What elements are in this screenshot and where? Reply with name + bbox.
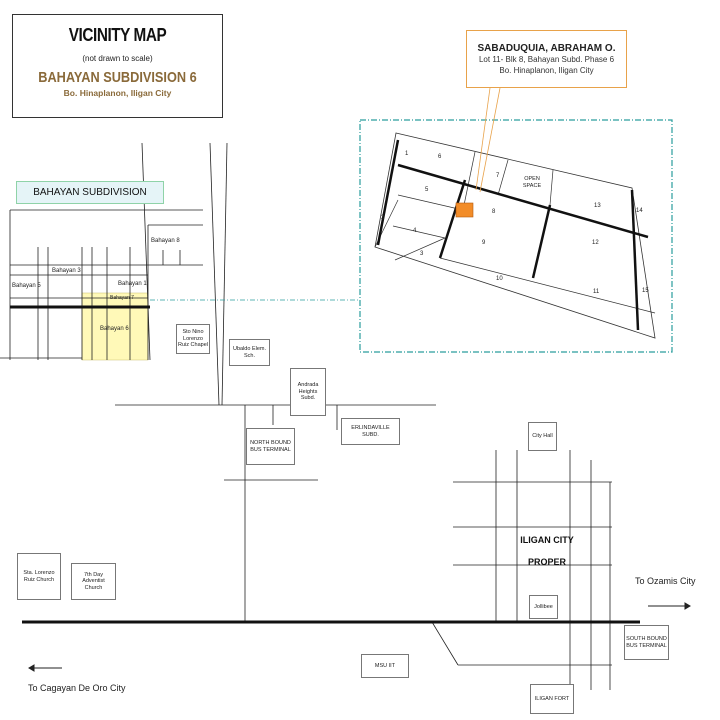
bahayan-3-label: Bahayan 3 xyxy=(52,268,81,274)
school-box: Ubaldo Elem. Sch. xyxy=(229,339,270,366)
bahayan-6-area xyxy=(81,292,149,361)
lot-11: 11 xyxy=(593,289,600,295)
city-proper-line2: PROPER xyxy=(527,557,566,567)
owner-info-box: SABADUQUIA, ABRAHAM O. Lot 11- Blk 8, Ba… xyxy=(466,30,627,88)
owner-leader-line xyxy=(475,87,491,191)
lot-8: 8 xyxy=(492,209,496,215)
owner-lot-info: Lot 11- Blk 8, Bahayan Subd. Phase 6 xyxy=(478,55,615,64)
inset-block-outline xyxy=(374,132,656,339)
direction-arrows xyxy=(28,602,691,672)
bahayan-streets xyxy=(0,142,228,406)
iligan-fort-box: ILIGAN FORT xyxy=(530,684,574,714)
owner-name: SABADUQUIA, ABRAHAM O. xyxy=(477,43,616,54)
bahayan-8-label: Bahayan 8 xyxy=(151,238,180,244)
open-space-label: OPEN SPACE xyxy=(522,176,542,189)
lot-2: 2 xyxy=(381,215,385,221)
title-box: VICINITY MAP (not drawn to scale) BAHAYA… xyxy=(12,14,223,118)
bahayan-5-label: Bahayan 5 xyxy=(12,283,41,289)
owner-leader-line-2 xyxy=(479,87,501,193)
bahayan-subdivision-label: BAHAYAN SUBDIVISION xyxy=(16,181,164,204)
scale-note: (not drawn to scale) xyxy=(82,54,153,63)
lot-3: 3 xyxy=(420,251,424,257)
lot-4: 4 xyxy=(413,228,417,234)
owner-address: Bo. Hinaplanon, Iligan City xyxy=(499,66,594,75)
lot-9: 9 xyxy=(482,240,486,246)
north-bus-terminal-box: NORTH BOUND BUS TERMINAL xyxy=(246,428,295,465)
adventist-church-box: 7th Day Adventist Church xyxy=(71,563,116,600)
map-title: VICINITY MAP xyxy=(68,25,167,45)
highlighted-lot xyxy=(455,202,474,218)
andrada-box: Andrada Heights Subd. xyxy=(290,368,326,416)
inset-lot-numbers: 1 2 3 4 5 6 7 8 9 10 11 12 13 14 15 xyxy=(381,151,649,295)
lot-5: 5 xyxy=(425,187,429,193)
lot-15: 15 xyxy=(642,288,649,294)
msu-iit-box: MSU IIT xyxy=(361,654,409,678)
lot-10: 10 xyxy=(496,276,503,282)
main-streets xyxy=(115,404,612,690)
city-proper-line1: ILIGAN CITY xyxy=(520,535,574,545)
subdivision-title: BAHAYAN SUBDIVISION 6 xyxy=(38,69,197,86)
inset-roads xyxy=(376,139,649,331)
sta-lorenzo-church-box: Sta. Lorenzo Ruiz Church xyxy=(17,553,61,600)
city-hall-box: City Hall xyxy=(528,422,557,451)
lot-7: 7 xyxy=(496,173,500,179)
lot-13: 13 xyxy=(594,203,601,209)
bahayan-6-label: Bahayan 6 xyxy=(100,326,129,332)
lot-14: 14 xyxy=(636,208,643,214)
lot-1: 1 xyxy=(405,151,409,157)
south-bus-terminal-box: SOUTH BOUND BUS TERMINAL xyxy=(624,625,669,660)
bahayan-1-label: Bahayan 1 xyxy=(118,281,147,287)
to-cdo-label: To Cagayan De Oro City xyxy=(28,683,126,693)
inset-lot-lines xyxy=(374,151,656,314)
lot-6: 6 xyxy=(438,154,442,160)
city-proper-label: ILIGAN CITY PROPER xyxy=(507,529,587,573)
inset-map-border xyxy=(359,119,673,353)
subdivision-location: Bo. Hinaplanon, Iligan City xyxy=(63,88,172,98)
chapel-box: Sto Nino Lorenzo Ruiz Chapel xyxy=(176,324,210,354)
bahayan-7-label: Bahayan 7 xyxy=(110,295,134,301)
erlindaville-box: ERLINDAVILLE SUBD. xyxy=(341,418,400,445)
lot-12: 12 xyxy=(592,240,599,246)
jollibee-box: Jollibee xyxy=(529,595,558,619)
to-ozamis-label: To Ozamis City xyxy=(635,576,696,586)
